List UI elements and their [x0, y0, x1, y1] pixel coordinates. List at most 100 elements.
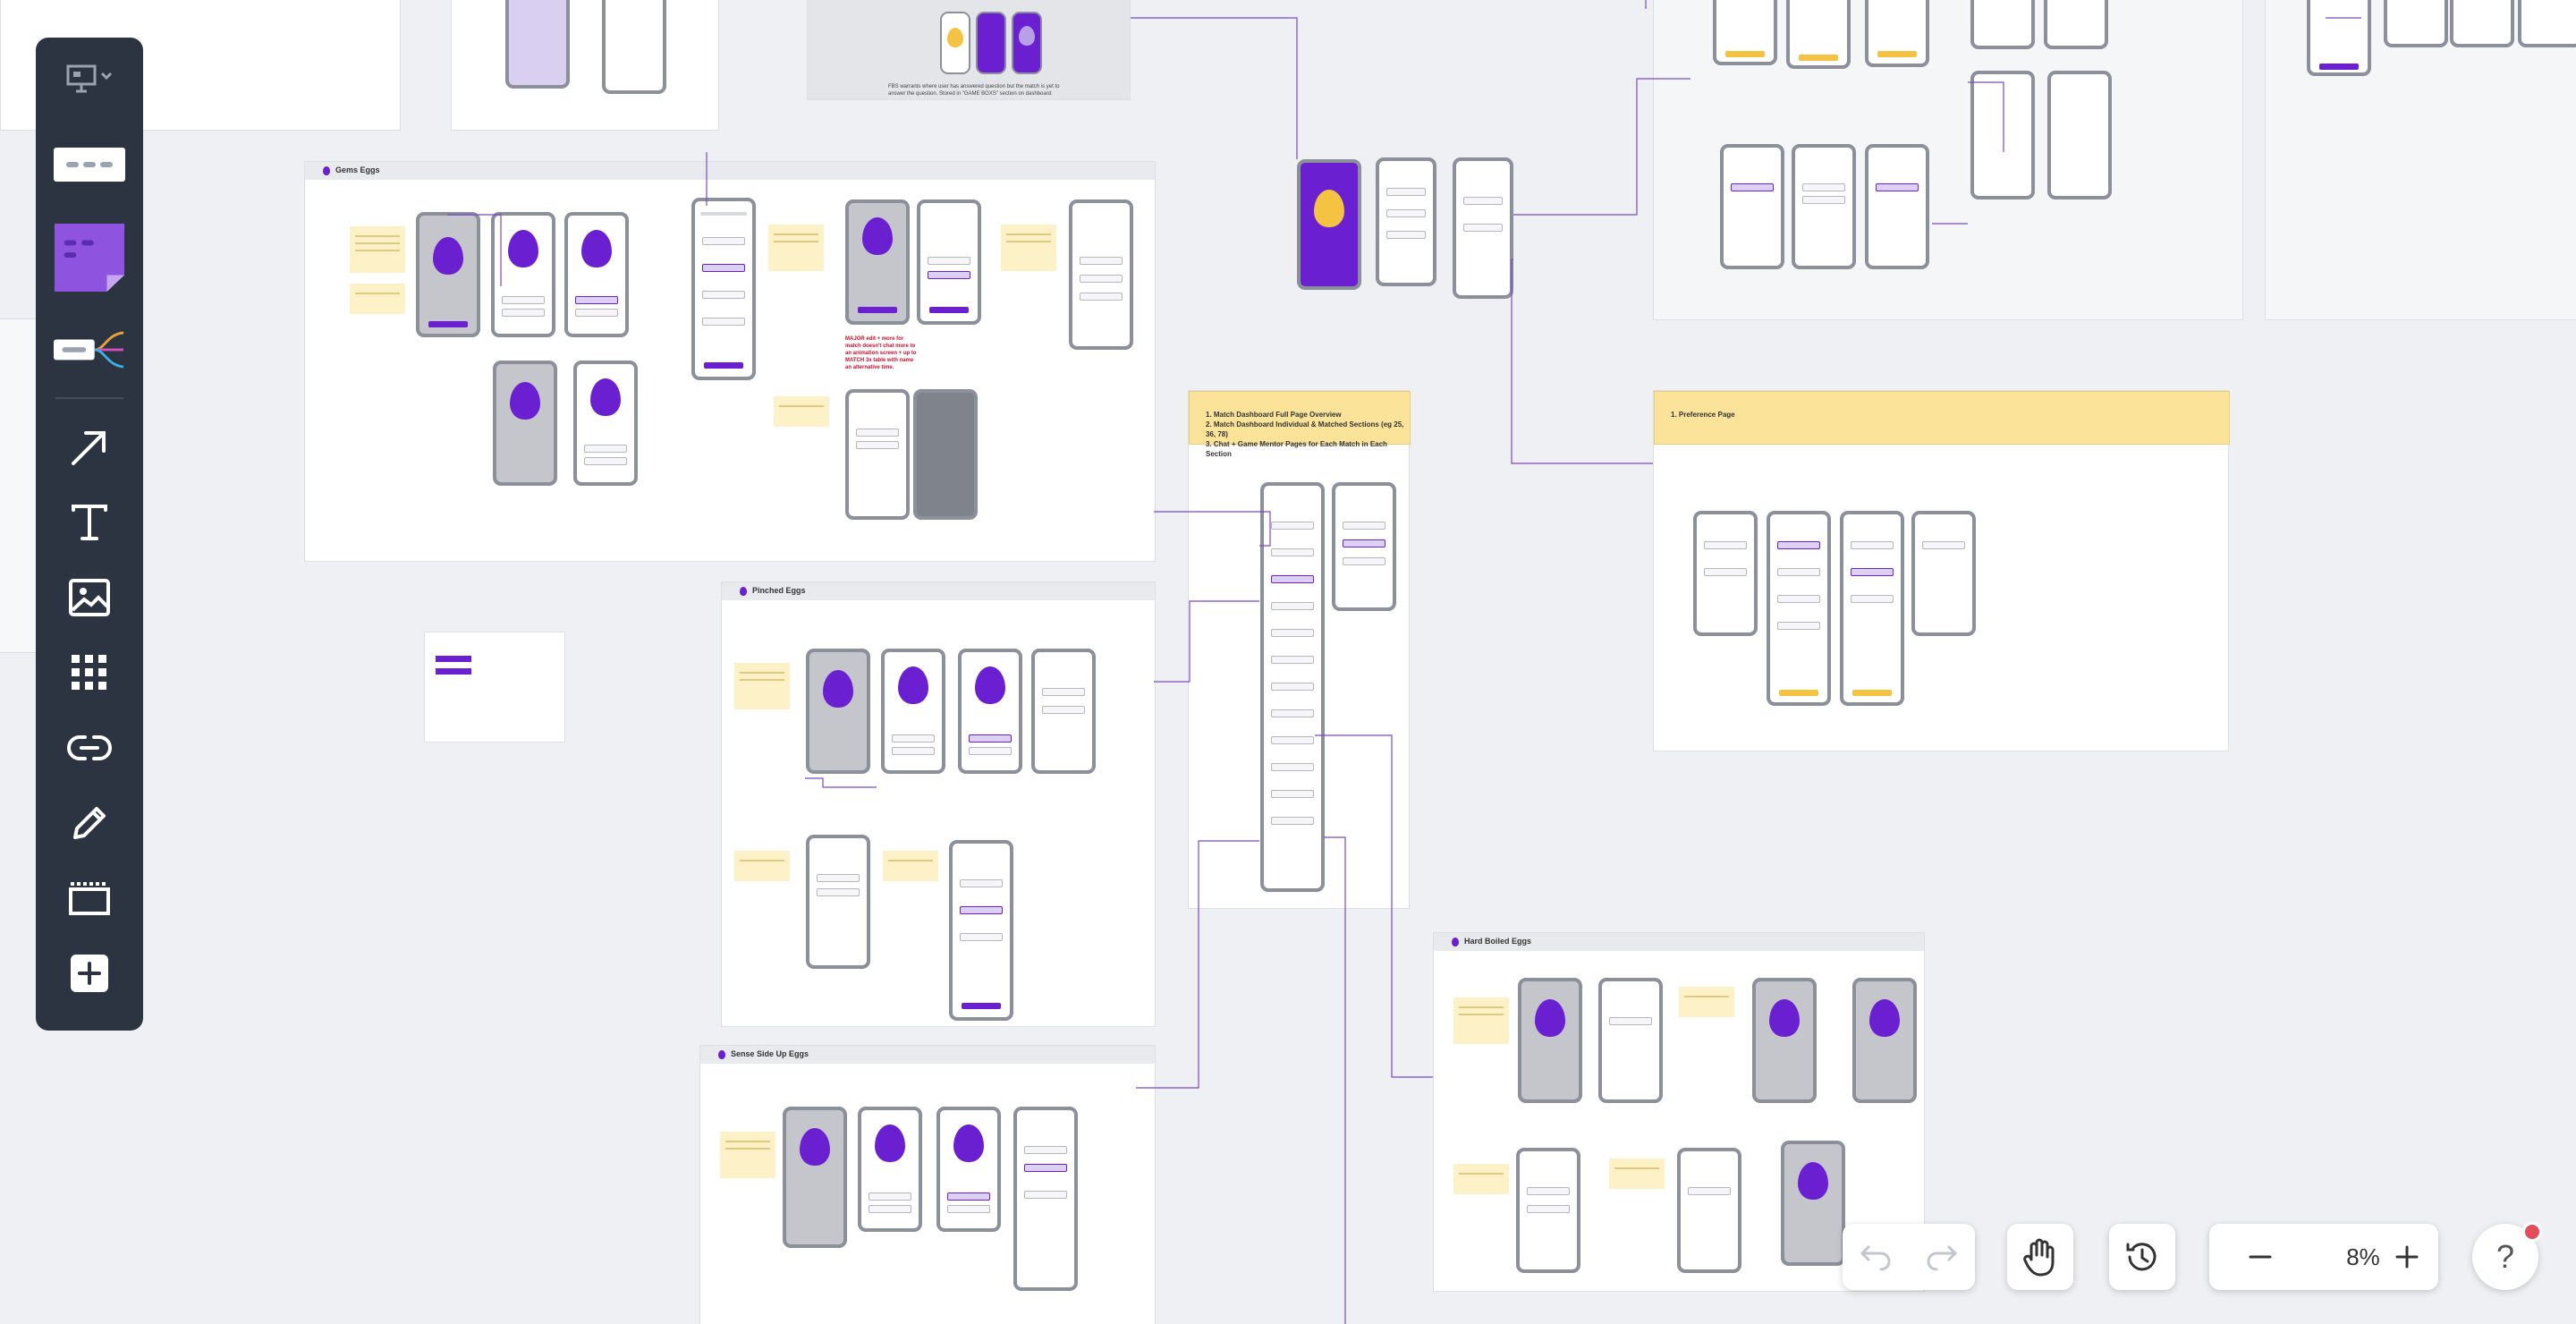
phone-screen[interactable]: [1970, 0, 2035, 49]
phone-screen[interactable]: [1720, 144, 1784, 269]
redo-button[interactable]: [1909, 1224, 1975, 1290]
small-card[interactable]: [424, 632, 565, 743]
phone-screen[interactable]: [1516, 1148, 1580, 1273]
frame-gems-eggs[interactable]: Gems Eggs MAJOR edit + more for match do…: [304, 161, 1156, 562]
sticky-note[interactable]: [720, 1132, 775, 1178]
frame-tool[interactable]: [54, 871, 125, 925]
phone-screen[interactable]: [1865, 144, 1929, 269]
phone-screen[interactable]: [1865, 0, 1929, 67]
phone-screen[interactable]: [1013, 1107, 1078, 1291]
phone-screen[interactable]: [1792, 144, 1856, 269]
phone-screen[interactable]: [1376, 157, 1436, 286]
hand-tool-button[interactable]: [2007, 1224, 2073, 1290]
phone-screen[interactable]: [1767, 511, 1831, 706]
phone-screen[interactable]: [1332, 482, 1396, 611]
pen-tool[interactable]: [54, 796, 125, 850]
frame-partial-right-top[interactable]: [1653, 0, 2243, 320]
image-tool[interactable]: [54, 571, 125, 624]
phone-screen[interactable]: [1297, 159, 1361, 290]
phone-screen[interactable]: [1693, 511, 1758, 636]
phone-screen[interactable]: [1786, 0, 1851, 69]
phone-screen[interactable]: [949, 840, 1013, 1021]
phone-screen[interactable]: [491, 212, 555, 337]
zoom-out-button[interactable]: [2227, 1224, 2293, 1290]
phone-screen[interactable]: [573, 361, 638, 486]
phone-screen[interactable]: [1518, 978, 1582, 1103]
phone-screen[interactable]: [936, 1107, 1001, 1232]
phone-screen[interactable]: [2450, 0, 2514, 47]
sticky-note[interactable]: [350, 284, 405, 314]
frame-sense-side-up-eggs[interactable]: Sense Side Up Eggs: [699, 1045, 1156, 1324]
add-more-button[interactable]: [54, 946, 125, 1000]
text-tool[interactable]: [54, 496, 125, 549]
sticky-note[interactable]: [1679, 987, 1734, 1017]
phone-screen[interactable]: [2518, 0, 2576, 47]
phone-screen[interactable]: [1713, 0, 1777, 65]
sticky-note[interactable]: [1001, 225, 1056, 271]
line-tool[interactable]: [54, 420, 125, 474]
phone-screen[interactable]: [602, 0, 666, 94]
frame-partial-top-2[interactable]: [451, 0, 719, 131]
phone-screen[interactable]: [881, 649, 945, 774]
phone-screen[interactable]: [858, 1107, 922, 1232]
sticky-note[interactable]: [350, 226, 405, 273]
phone-screen[interactable]: [416, 212, 480, 337]
phone-screen[interactable]: [1781, 1141, 1845, 1266]
phone-screen[interactable]: [845, 199, 910, 325]
phone-screen[interactable]: [493, 361, 557, 486]
undo-button[interactable]: [1843, 1224, 1909, 1290]
phone-screen[interactable]: [1752, 978, 1817, 1103]
frame-top-screens[interactable]: FBS warrants where user has answered que…: [807, 0, 1131, 100]
phone-screen[interactable]: [783, 1107, 847, 1248]
phone-screen[interactable]: [1453, 157, 1513, 299]
sticky-note[interactable]: [1609, 1158, 1665, 1189]
phone-screen[interactable]: [1970, 71, 2035, 199]
zoom-level[interactable]: 8%: [2346, 1243, 2380, 1270]
sticky-note[interactable]: [1453, 997, 1509, 1044]
phone-screen[interactable]: [1260, 482, 1325, 892]
phone-screen[interactable]: [2307, 0, 2371, 76]
phone-screen[interactable]: [2047, 71, 2112, 199]
phone-screen[interactable]: [917, 199, 981, 325]
phone-screen[interactable]: [940, 12, 970, 74]
phone-screen[interactable]: [1598, 978, 1663, 1103]
phone-screen[interactable]: [1852, 978, 1917, 1103]
phone-screen[interactable]: [1677, 1148, 1741, 1273]
sticky-note[interactable]: [734, 851, 790, 881]
phone-screen[interactable]: [958, 649, 1022, 774]
history-button[interactable]: [2109, 1224, 2175, 1290]
sticky-note[interactable]: [883, 851, 938, 881]
frame-partial-far-right[interactable]: [2265, 0, 2576, 320]
frame-preferences-page[interactable]: 1. Preference Page: [1653, 390, 2230, 751]
phone-screen[interactable]: [913, 389, 978, 520]
phone-screen[interactable]: [1069, 199, 1133, 350]
sticky-note[interactable]: [734, 663, 790, 709]
sticky-note[interactable]: [1453, 1164, 1509, 1194]
apps-tool[interactable]: [54, 646, 125, 700]
frame-partial-left[interactable]: [0, 318, 38, 653]
phone-screen[interactable]: [691, 198, 756, 380]
phone-screen[interactable]: [505, 0, 570, 89]
phone-screen[interactable]: [564, 212, 629, 337]
sticky-note-tool[interactable]: [54, 222, 125, 293]
phone-screen[interactable]: [845, 389, 910, 520]
card-tool[interactable]: [54, 138, 125, 191]
phone-screen[interactable]: [976, 12, 1006, 74]
frame-match-dashboard[interactable]: 1. Match Dashboard Full Page Overview 2.…: [1188, 390, 1411, 909]
link-tool[interactable]: [54, 721, 125, 775]
presentation-menu-button[interactable]: [54, 52, 125, 106]
zoom-in-button[interactable]: [2374, 1224, 2440, 1290]
sticky-note[interactable]: [768, 225, 824, 271]
phone-screen[interactable]: [1911, 511, 1976, 636]
phone-screen[interactable]: [2384, 0, 2448, 47]
mind-map-tool[interactable]: [54, 322, 125, 376]
phone-screen[interactable]: [2044, 0, 2108, 49]
sticky-note[interactable]: [774, 396, 829, 427]
phone-screen[interactable]: [806, 649, 870, 774]
frame-pinched-eggs[interactable]: Pinched Eggs: [721, 581, 1156, 1027]
phone-screen[interactable]: [806, 835, 870, 969]
phone-screen[interactable]: [1840, 511, 1904, 706]
phone-screen[interactable]: [1031, 649, 1096, 774]
phone-screen[interactable]: [1012, 12, 1042, 74]
